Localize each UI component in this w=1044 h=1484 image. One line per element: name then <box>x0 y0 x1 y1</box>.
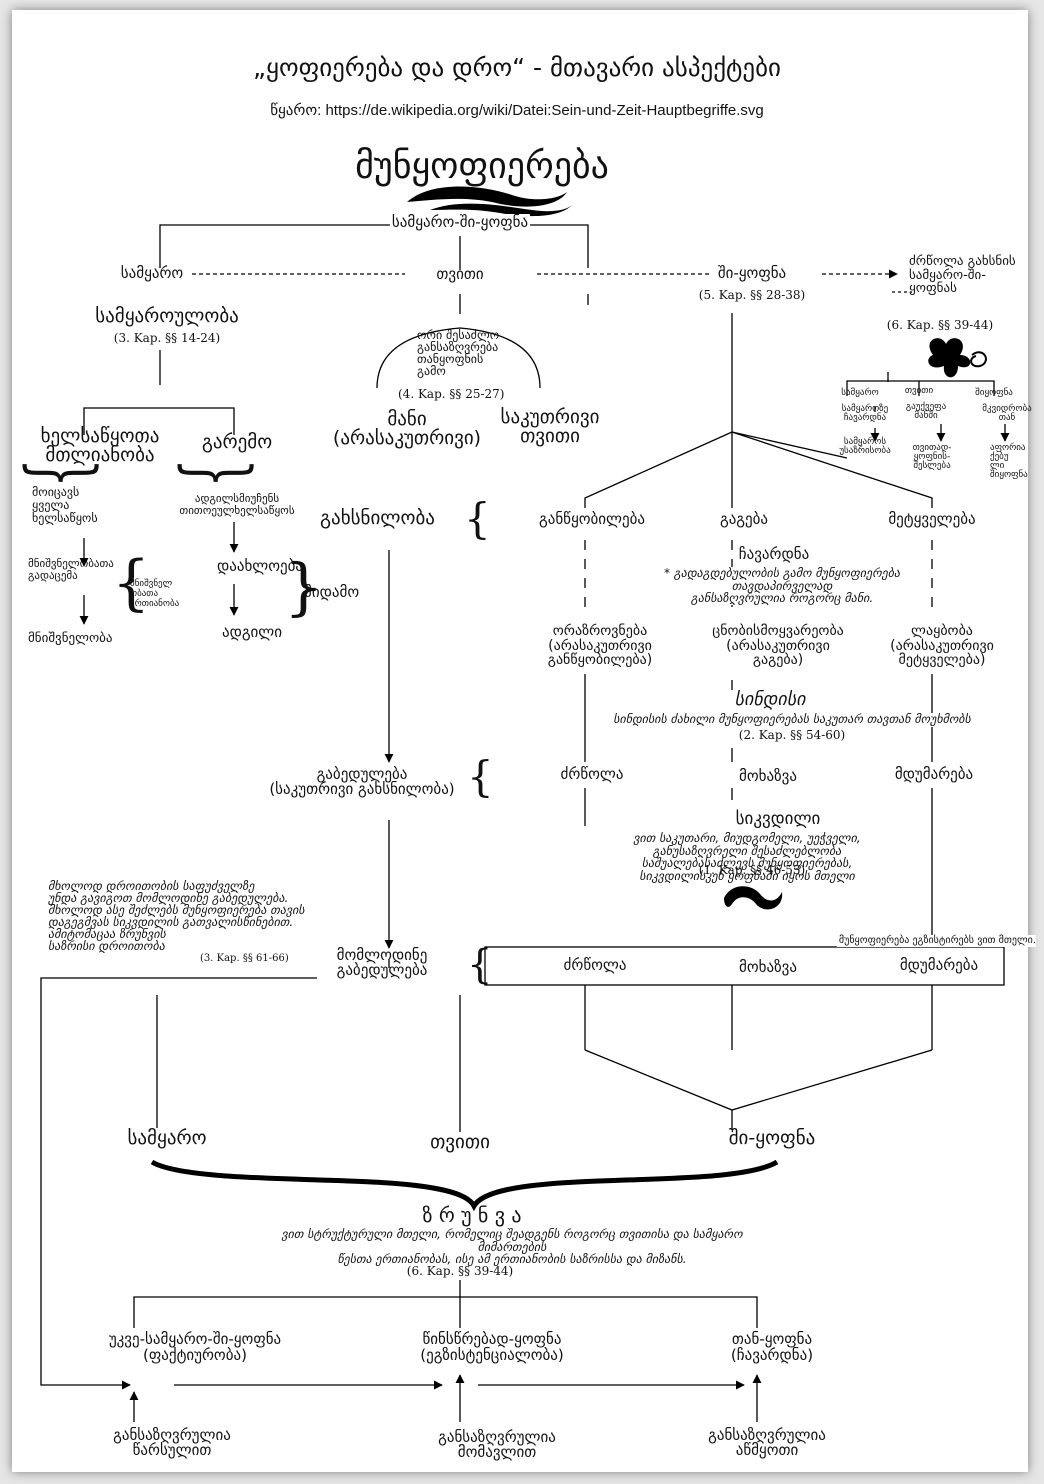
place-each-label: ადგილსმიუჩენს თითოეულხელსაწყოს <box>179 492 295 518</box>
meaning-label: მნიშვნელობა <box>28 631 113 646</box>
place-label: ადგილი <box>221 623 283 641</box>
surroundings-brace: } <box>171 458 269 488</box>
curiosity-label: ცნობისმოყვარეობა (არასაკუთრივი გაგება) <box>712 623 844 669</box>
bottom-world-label: სამყარო <box>127 1127 207 1149</box>
openness-brace: { <box>464 494 491 543</box>
anxiety-label: ძრწოლა <box>560 765 624 783</box>
anxiety-reveals-label: ძრწოლა გახსნის სამყარო-ში- ყოფნას <box>909 254 1016 297</box>
mini-world-meaningless: სამყაროს უსაზრისობა <box>839 437 891 456</box>
only-temporality-ref: (3. Kap. §§ 61-66) <box>200 953 289 964</box>
being-in-ref: (5. Kap. §§ 28-38) <box>698 288 806 302</box>
meaning-unity-label: მნიშვნელ ობათა ერთიანობა <box>130 579 180 609</box>
mani-label: მანი (არასაკუთრივი) <box>332 408 482 449</box>
conscience-label: სინდისი <box>734 689 806 710</box>
around-label: მიდამო <box>304 583 360 601</box>
equipment-brace: } <box>16 458 114 488</box>
fallenness-label: თან-ყოფნა (ჩავარდნა) <box>730 1330 814 1364</box>
mini-dwelling: მკვიდრობა თან <box>982 404 1032 423</box>
resoluteness-label: გაბედულება (საკუთრივი გახსნილობა) <box>269 765 455 798</box>
box-anxiety-label: ძრწოლა <box>563 956 627 974</box>
box-anticipation-label: მოხაზვა <box>739 958 797 976</box>
bringing-near-label: დაახლოება <box>216 557 304 575</box>
care-label: ზ რ უ ნ ვ ა <box>422 1203 522 1227</box>
worldhood-ref: (3. Kap. §§ 14-24) <box>113 331 221 345</box>
being-in-world-label: სამყარო-ში-ყოფნა <box>389 213 531 232</box>
worldhood-label: სამყაროულობა <box>95 305 239 327</box>
connector-lines <box>40 186 1010 1422</box>
includes-each-label: მოიცავს ყველა ხელსაწყოს <box>32 485 98 526</box>
anticipation-label: მოხაზვა <box>739 767 797 785</box>
being-in-label: ში-ყოფნა <box>717 264 787 282</box>
anticipatory-label: მომლოდინე გაბედულება <box>336 946 428 979</box>
falling-note: * გადაგდებულობის გამო მუნყოფიერება თავდა… <box>659 567 905 605</box>
conscience-note: სინდისის ძახილი მუნყოფიერებას საკუთარ თა… <box>613 712 971 727</box>
mini-being-in-label: შიყოფნა <box>975 388 1013 398</box>
mini-self-able: თვითად- ყოფნის- შესლება <box>912 443 952 471</box>
death-note: ვით საკუთარი, მიუდგომელი, უეჭველი, განუს… <box>606 832 888 883</box>
anxiety-ref: (6. Kap. §§ 39-44) <box>886 318 994 332</box>
idle-talk-label: ლაყბობა (არასაკუთრივი მეტყველება) <box>890 623 994 669</box>
by-present-label: განსაზღვრულია აწმყოთი <box>708 1426 826 1459</box>
mini-self-label: თვითი <box>904 386 934 396</box>
surroundings-label: გარემო <box>201 431 273 453</box>
understanding-label: გაგება <box>719 510 769 528</box>
exists-whole-note: მუნყოფიერება ეგზისტირებს ვით მთელი. <box>836 935 1036 947</box>
falling-label: ჩავარდნა <box>738 545 810 563</box>
death-label: სიკვდილი <box>735 809 821 829</box>
by-past-label: განსაზღვრულია წარსულით <box>113 1426 231 1459</box>
bottom-being-in-label: ში-ყოფნა <box>728 1127 816 1149</box>
main-concept: მუნყოფიერება <box>355 146 609 187</box>
mini-uncanny: აფორია ქებუ ლი შიყოფნა <box>990 443 1028 480</box>
around-brace: } <box>284 550 324 623</box>
source-line: წყარო: https://de.wikipedia.org/wiki/Dat… <box>270 102 764 119</box>
anticipatory-brace: { <box>467 942 493 988</box>
ambiguity-label: ორაზროვნება (არასაკუთრივი განწყობილება) <box>547 623 653 669</box>
resoluteness-brace: { <box>467 752 494 801</box>
world-label: სამყარო <box>120 264 184 282</box>
two-possible-ref: (4. Kap. §§ 25-27) <box>398 387 505 401</box>
two-possible-label: ორი შესაძლო განსაზღვრება თანყოფნის გამო <box>417 328 500 378</box>
by-future-label: განსაზღვრულია მომავლით <box>438 1428 556 1461</box>
only-temporality-note: მხოლოდ დროითობის საფუძველზე უნდა გავიგოთ… <box>48 879 305 953</box>
meaning-unity-brace: { <box>112 548 151 618</box>
existentiality-label: წინსწრებად-ყოფნა (ეგზისტენციალობა) <box>420 1330 564 1364</box>
openness-label: გახსნილობა <box>320 507 435 529</box>
page-title: „ყოფიერება და დრო“ - მთავარი ასპექტები <box>253 53 781 82</box>
facticity-label: უკვე-სამყარო-ში-ყოფნა (ფაქტიურობა) <box>108 1330 282 1364</box>
mini-self-dissolve: გაუქვეფა მანში <box>905 402 947 421</box>
diagram-sheet: „ყოფიერება და დრო“ - მთავარი ასპექტები წ… <box>12 10 1036 1472</box>
conscience-ref: (2. Kap. §§ 54-60) <box>738 728 846 743</box>
mini-world-falling: სამყაროზე ჩავარდნა <box>841 404 889 423</box>
discourse-label: მეტყველება <box>888 510 976 528</box>
mini-world-label: სამყარო <box>841 388 879 398</box>
care-note: ვით სტრუქტურული მთელი, რომელიც შეადგენს … <box>281 1227 743 1267</box>
self-label: თვითი <box>436 265 484 283</box>
silence-label: მდუმარება <box>894 765 974 783</box>
box-silence-label: მდუმარება <box>899 956 979 974</box>
care-ref: (6. Kap. §§ 39-44) <box>406 1264 514 1278</box>
own-self-label: საკუთრივი თვითი <box>500 406 600 447</box>
equipment-whole-label: ხელსაწყოთა მთლიანობა <box>40 425 160 466</box>
death-ref: (1. Kap. §§ 46-53) <box>698 863 806 877</box>
bottom-self-label: თვითი <box>430 1131 490 1153</box>
disposedness-label: განწყობილება <box>539 510 645 528</box>
referral-label: მნიშვნელობათა გადაცემა <box>28 557 114 582</box>
